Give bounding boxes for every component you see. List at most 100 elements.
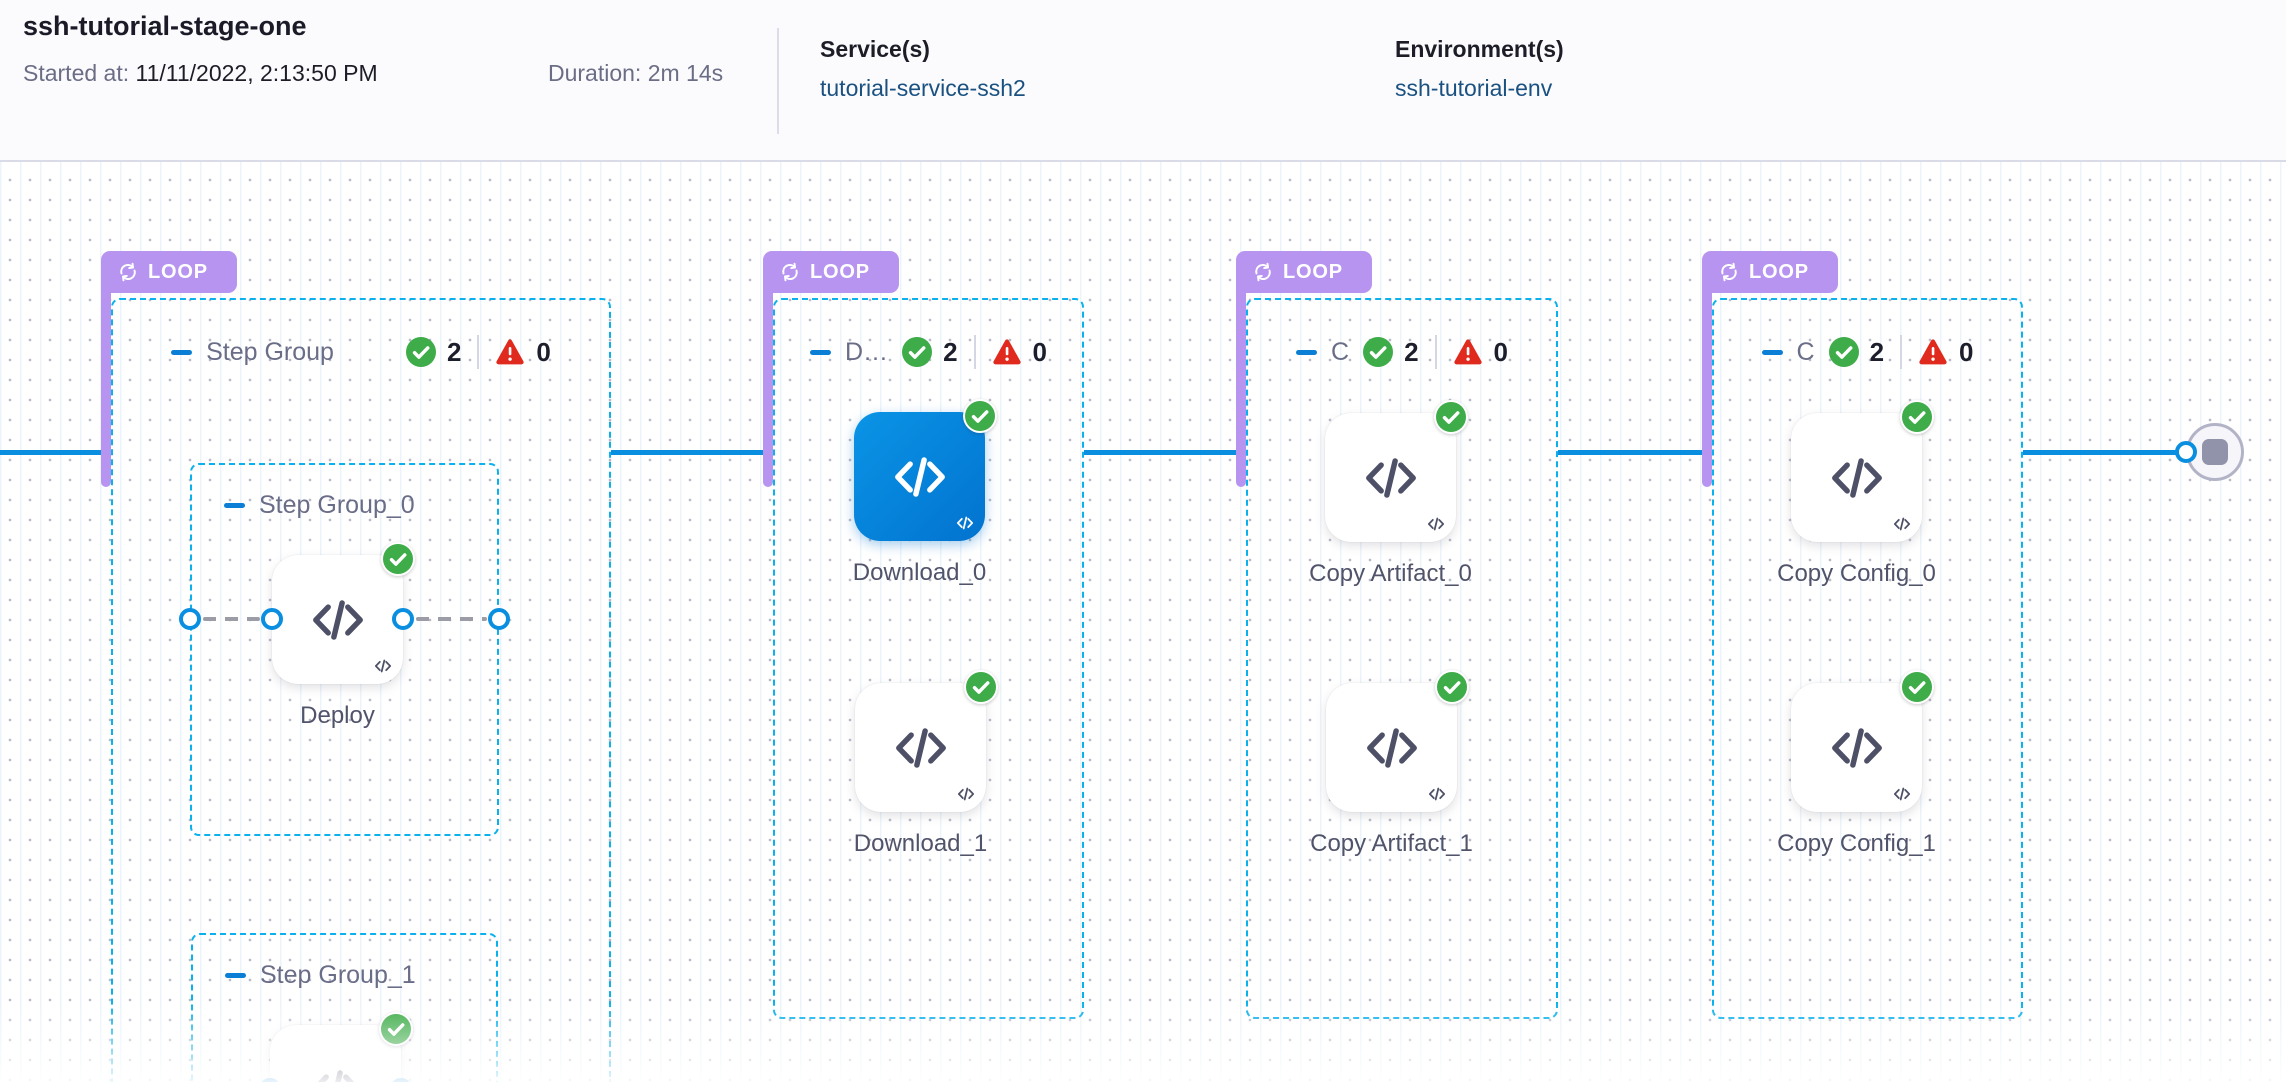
- loop-label: LOOP: [1749, 260, 1809, 283]
- node-wrap-step-group-1: [270, 1012, 413, 1082]
- pipeline-connector-line: [0, 450, 103, 455]
- step-group-0-box: Step Group_0: [190, 463, 499, 836]
- node-label: Copy Config_1: [1777, 830, 1936, 857]
- started-at: Started at: 11/11/2022, 2:13:50 PM: [23, 60, 378, 87]
- service-link[interactable]: tutorial-service-ssh2: [820, 75, 1026, 101]
- code-mini-icon: [1427, 784, 1447, 804]
- environment-link[interactable]: ssh-tutorial-env: [1395, 75, 1553, 101]
- duration-value: 2m 14s: [647, 60, 724, 86]
- node-label: Copy Artifact_0: [1309, 560, 1472, 587]
- badge-divider: [1900, 335, 1903, 369]
- node-label: Copy Artifact_1: [1310, 830, 1473, 857]
- connector-port: [2175, 441, 2197, 463]
- started-value: 11/11/2022, 2:13:50 PM: [135, 60, 378, 86]
- success-badge-icon: [1434, 400, 1468, 434]
- success-badge-icon: [379, 1012, 413, 1046]
- step-node-copy-artifact-0[interactable]: [1325, 413, 1456, 542]
- header-divider: [777, 28, 779, 134]
- loop-label: LOOP: [148, 260, 208, 283]
- collapse-dash-icon[interactable]: [224, 503, 245, 508]
- code-icon: [1360, 447, 1422, 509]
- failed-icon: [992, 338, 1022, 366]
- loop-badge: LOOP: [763, 251, 899, 293]
- loop-strip: [101, 282, 111, 487]
- success-count: 2: [446, 336, 462, 367]
- collapse-dash-icon[interactable]: [225, 973, 246, 978]
- code-icon: [890, 717, 952, 779]
- connector-port: [488, 608, 510, 630]
- node-label: Download_0: [852, 559, 987, 586]
- collapse-dash-icon[interactable]: [1761, 349, 1783, 355]
- pipeline-connector-line: [1558, 450, 1704, 455]
- inner-group-title: Step Group_0: [259, 491, 415, 519]
- success-badge-icon: [964, 670, 998, 704]
- code-icon: [1826, 447, 1888, 509]
- badge-divider: [477, 335, 480, 369]
- code-icon: [1361, 717, 1423, 779]
- stop-square-icon: [2202, 439, 2228, 465]
- started-label: Started at:: [23, 60, 130, 86]
- loop-badge: LOOP: [1236, 251, 1372, 293]
- success-badge-icon: [1435, 670, 1469, 704]
- node-wrap-deploy: Deploy: [272, 542, 415, 729]
- success-icon: [1363, 337, 1393, 367]
- step-node-copy-config-0[interactable]: [1791, 413, 1922, 542]
- dashed-connector: [203, 617, 260, 621]
- pipeline-connector-line: [611, 450, 765, 455]
- success-count: 2: [943, 336, 958, 367]
- success-icon: [902, 337, 932, 367]
- connector-port: [261, 608, 283, 630]
- node-wrap-download-0: Download_0: [853, 399, 997, 586]
- page-title: ssh-tutorial-stage-one: [23, 11, 307, 41]
- failed-count: 0: [1493, 336, 1508, 367]
- step-node-copy-artifact-1[interactable]: [1326, 683, 1457, 812]
- step-node-deploy[interactable]: [272, 555, 403, 684]
- failed-icon: [1918, 338, 1948, 366]
- code-icon: [305, 1059, 367, 1082]
- status-badges: 2 0: [406, 335, 551, 369]
- loop-icon: [779, 261, 801, 283]
- code-mini-icon: [1426, 514, 1446, 534]
- dashed-connector: [416, 617, 487, 621]
- inner-group-header: Step Group_1: [225, 961, 496, 990]
- success-icon: [406, 337, 436, 367]
- services-label: Service(s): [820, 36, 930, 62]
- code-mini-icon: [1892, 514, 1912, 534]
- collapse-dash-icon[interactable]: [1296, 349, 1317, 355]
- node-wrap-copy-config-1: Copy Config_1: [1777, 670, 1936, 857]
- pipeline-graph-canvas[interactable]: LOOP LOOP LOOP LOOP Step Group 2 0 St: [0, 162, 2286, 1082]
- inner-group-title: Step Group_1: [260, 961, 416, 989]
- group-title: Step Group: [206, 337, 334, 366]
- node-wrap-copy-artifact-1: Copy Artifact_1: [1310, 670, 1473, 857]
- group-header: D… 2 0: [775, 332, 1082, 372]
- badge-divider: [973, 335, 976, 369]
- failed-count: 0: [536, 336, 551, 367]
- code-mini-icon: [955, 513, 975, 533]
- step-node-download-0[interactable]: [854, 412, 985, 541]
- duration-label: Duration:: [548, 60, 642, 86]
- group-title: C: [1796, 337, 1815, 366]
- success-badge-icon: [1900, 670, 1934, 704]
- node-label: Deploy: [300, 702, 375, 729]
- node-wrap-download-1: Download_1: [854, 670, 998, 857]
- code-icon: [1826, 717, 1888, 779]
- group-header: Step Group 2 0: [113, 332, 609, 372]
- code-mini-icon: [373, 656, 393, 676]
- status-badges: 2 0: [1363, 335, 1508, 369]
- loop-strip: [1236, 282, 1246, 487]
- loop-icon: [1252, 261, 1274, 283]
- failed-count: 0: [1959, 336, 1974, 367]
- services-block: Service(s) tutorial-service-ssh2: [820, 36, 1026, 102]
- status-badges: 2 0: [1829, 335, 1974, 369]
- connector-port: [179, 608, 201, 630]
- step-node-copy-config-1[interactable]: [1791, 683, 1922, 812]
- loop-strip: [1702, 282, 1712, 487]
- code-mini-icon: [956, 784, 976, 804]
- loop-group-download: D… 2 0: [773, 298, 1084, 1019]
- collapse-dash-icon[interactable]: [810, 349, 831, 355]
- pipeline-connector-line: [2023, 450, 2190, 455]
- status-badges: 2 0: [902, 335, 1047, 369]
- step-node-download-1[interactable]: [855, 683, 986, 812]
- loop-group-step-group: Step Group 2 0: [111, 298, 611, 1082]
- collapse-dash-icon[interactable]: [171, 349, 193, 355]
